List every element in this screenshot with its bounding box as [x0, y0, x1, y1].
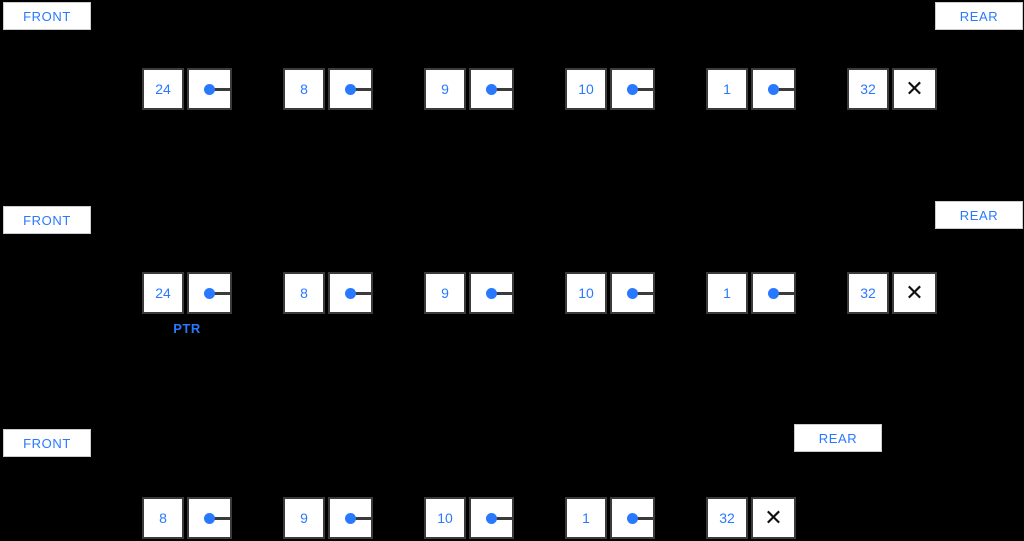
- next-pointer-line: [350, 516, 373, 520]
- node-pointer-cell: [328, 497, 373, 539]
- next-pointer-dot-icon: [204, 512, 215, 524]
- next-pointer-dot-icon: [768, 83, 779, 95]
- null-x-icon: ✕: [764, 505, 783, 530]
- node-value-cell: 24: [142, 272, 184, 314]
- next-pointer-line: [491, 516, 514, 520]
- node-value-cell: 8: [283, 68, 325, 110]
- next-pointer-line: [209, 87, 232, 91]
- node-pointer-cell: ✕: [751, 497, 796, 539]
- list-node: 1: [565, 497, 655, 539]
- next-pointer-dot-icon: [627, 287, 638, 299]
- node-value-cell: 32: [847, 272, 889, 314]
- next-pointer-dot-icon: [486, 83, 497, 95]
- list-node: 10: [424, 497, 514, 539]
- next-pointer-dot-icon: [627, 512, 638, 524]
- list-node: 32 ✕: [706, 497, 796, 539]
- front-label: FRONT: [3, 206, 91, 234]
- next-pointer-dot-icon: [486, 287, 497, 299]
- rear-label: REAR: [935, 2, 1023, 30]
- next-pointer-line: [350, 87, 373, 91]
- next-pointer-dot-icon: [204, 83, 215, 95]
- list-node: 9: [424, 272, 514, 314]
- list-node: 10: [565, 68, 655, 110]
- next-pointer-dot-icon: [768, 287, 779, 299]
- node-pointer-cell: [610, 68, 655, 110]
- node-value-cell: 9: [424, 272, 466, 314]
- next-pointer-dot-icon: [345, 83, 356, 95]
- node-value-cell: 9: [283, 497, 325, 539]
- node-pointer-cell: [469, 272, 514, 314]
- list-node: 8: [283, 68, 373, 110]
- node-pointer-cell: [187, 68, 232, 110]
- node-pointer-cell: [751, 272, 796, 314]
- node-value-cell: 1: [706, 68, 748, 110]
- next-pointer-line: [632, 87, 655, 91]
- node-pointer-cell: ✕: [892, 272, 937, 314]
- list-node: 10: [565, 272, 655, 314]
- node-pointer-cell: ✕: [892, 68, 937, 110]
- rear-label: REAR: [935, 201, 1023, 229]
- list-node: 9: [283, 497, 373, 539]
- next-pointer-line: [773, 291, 796, 295]
- node-value-cell: 32: [706, 497, 748, 539]
- next-pointer-dot-icon: [345, 287, 356, 299]
- node-pointer-cell: [469, 68, 514, 110]
- list-node: 24: [142, 272, 232, 314]
- next-pointer-line: [350, 291, 373, 295]
- null-x-icon: ✕: [905, 280, 924, 305]
- null-x-icon: ✕: [905, 76, 924, 101]
- node-pointer-cell: [187, 497, 232, 539]
- node-value-cell: 10: [424, 497, 466, 539]
- node-value-cell: 8: [283, 272, 325, 314]
- next-pointer-line: [491, 291, 514, 295]
- rear-label: REAR: [794, 424, 882, 452]
- front-label: FRONT: [3, 429, 91, 457]
- next-pointer-line: [491, 87, 514, 91]
- node-value-cell: 10: [565, 272, 607, 314]
- list-node: 24: [142, 68, 232, 110]
- node-pointer-cell: [610, 272, 655, 314]
- list-node: 1: [706, 272, 796, 314]
- front-label: FRONT: [3, 2, 91, 30]
- list-node: 8: [142, 497, 232, 539]
- node-value-cell: 32: [847, 68, 889, 110]
- next-pointer-line: [209, 516, 232, 520]
- next-pointer-dot-icon: [204, 287, 215, 299]
- node-pointer-cell: [328, 272, 373, 314]
- next-pointer-dot-icon: [345, 512, 356, 524]
- next-pointer-line: [209, 291, 232, 295]
- list-node: 32 ✕: [847, 68, 937, 110]
- next-pointer-dot-icon: [627, 83, 638, 95]
- node-value-cell: 10: [565, 68, 607, 110]
- list-node: 32 ✕: [847, 272, 937, 314]
- node-value-cell: 1: [565, 497, 607, 539]
- next-pointer-dot-icon: [486, 512, 497, 524]
- node-pointer-cell: [751, 68, 796, 110]
- node-value-cell: 24: [142, 68, 184, 110]
- list-node: 9: [424, 68, 514, 110]
- list-node: 8: [283, 272, 373, 314]
- node-value-cell: 9: [424, 68, 466, 110]
- node-value-cell: 8: [142, 497, 184, 539]
- next-pointer-line: [773, 87, 796, 91]
- node-pointer-cell: [469, 497, 514, 539]
- next-pointer-line: [632, 516, 655, 520]
- list-node: 1: [706, 68, 796, 110]
- node-pointer-cell: [328, 68, 373, 110]
- ptr-label: PTR: [173, 321, 201, 336]
- node-pointer-cell: [187, 272, 232, 314]
- next-pointer-line: [632, 291, 655, 295]
- node-value-cell: 1: [706, 272, 748, 314]
- node-pointer-cell: [610, 497, 655, 539]
